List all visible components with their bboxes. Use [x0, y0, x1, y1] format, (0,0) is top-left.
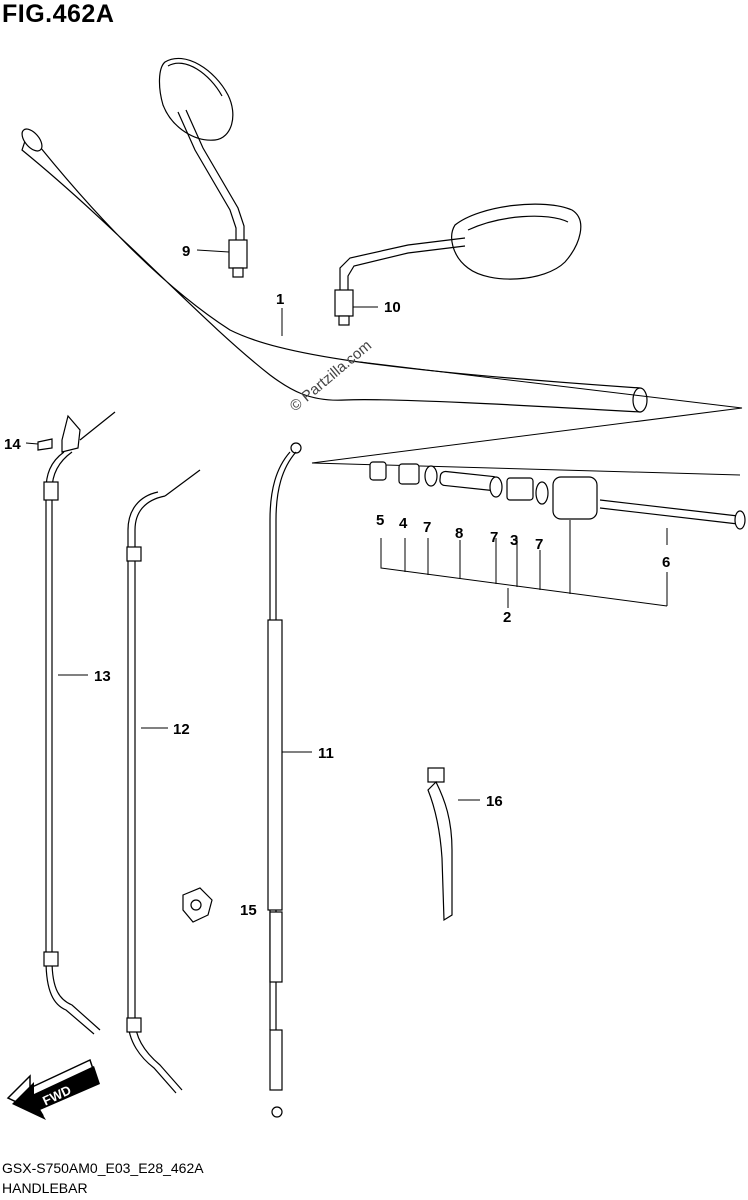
watermark-text: © Partzilla.com: [287, 337, 375, 415]
figure-title: FIG.462A: [2, 0, 115, 28]
callout-8: 8: [455, 525, 463, 542]
callout-6: 6: [662, 554, 670, 571]
callout-7c: 7: [535, 536, 543, 553]
callout-5: 5: [376, 512, 384, 529]
handlebar-part[interactable]: [18, 126, 648, 413]
callout-7b: 7: [490, 529, 498, 546]
callout-12: 12: [173, 721, 190, 738]
footer-code: GSX-S750AM0_E03_E28_462A: [2, 1160, 204, 1176]
right-mirror-part[interactable]: [334, 203, 582, 326]
callout-13: 13: [94, 668, 111, 685]
cable-tie-part[interactable]: [427, 767, 453, 922]
clamp-part[interactable]: [182, 887, 213, 923]
cable-12-part[interactable]: [126, 469, 201, 1094]
callout-9: 9: [182, 243, 190, 260]
left-mirror-part[interactable]: [158, 57, 248, 278]
callout-11: 11: [318, 745, 334, 762]
bar-end-assembly[interactable]: [369, 461, 746, 530]
callout-3: 3: [510, 532, 518, 549]
callout-1: 1: [276, 291, 284, 308]
fwd-arrow-icon: FWD: [6, 1058, 100, 1120]
callout-2: 2: [503, 609, 511, 626]
cable-11-part[interactable]: [267, 442, 302, 1118]
footer-name: HANDLEBAR: [2, 1180, 88, 1196]
cable-13-part[interactable]: [43, 411, 116, 1035]
callout-4: 4: [399, 515, 408, 532]
callout-7a: 7: [423, 519, 431, 536]
callout-15: 15: [240, 902, 257, 919]
callout-16: 16: [486, 793, 503, 810]
callout-10: 10: [384, 299, 401, 316]
callout-14: 14: [4, 436, 21, 453]
